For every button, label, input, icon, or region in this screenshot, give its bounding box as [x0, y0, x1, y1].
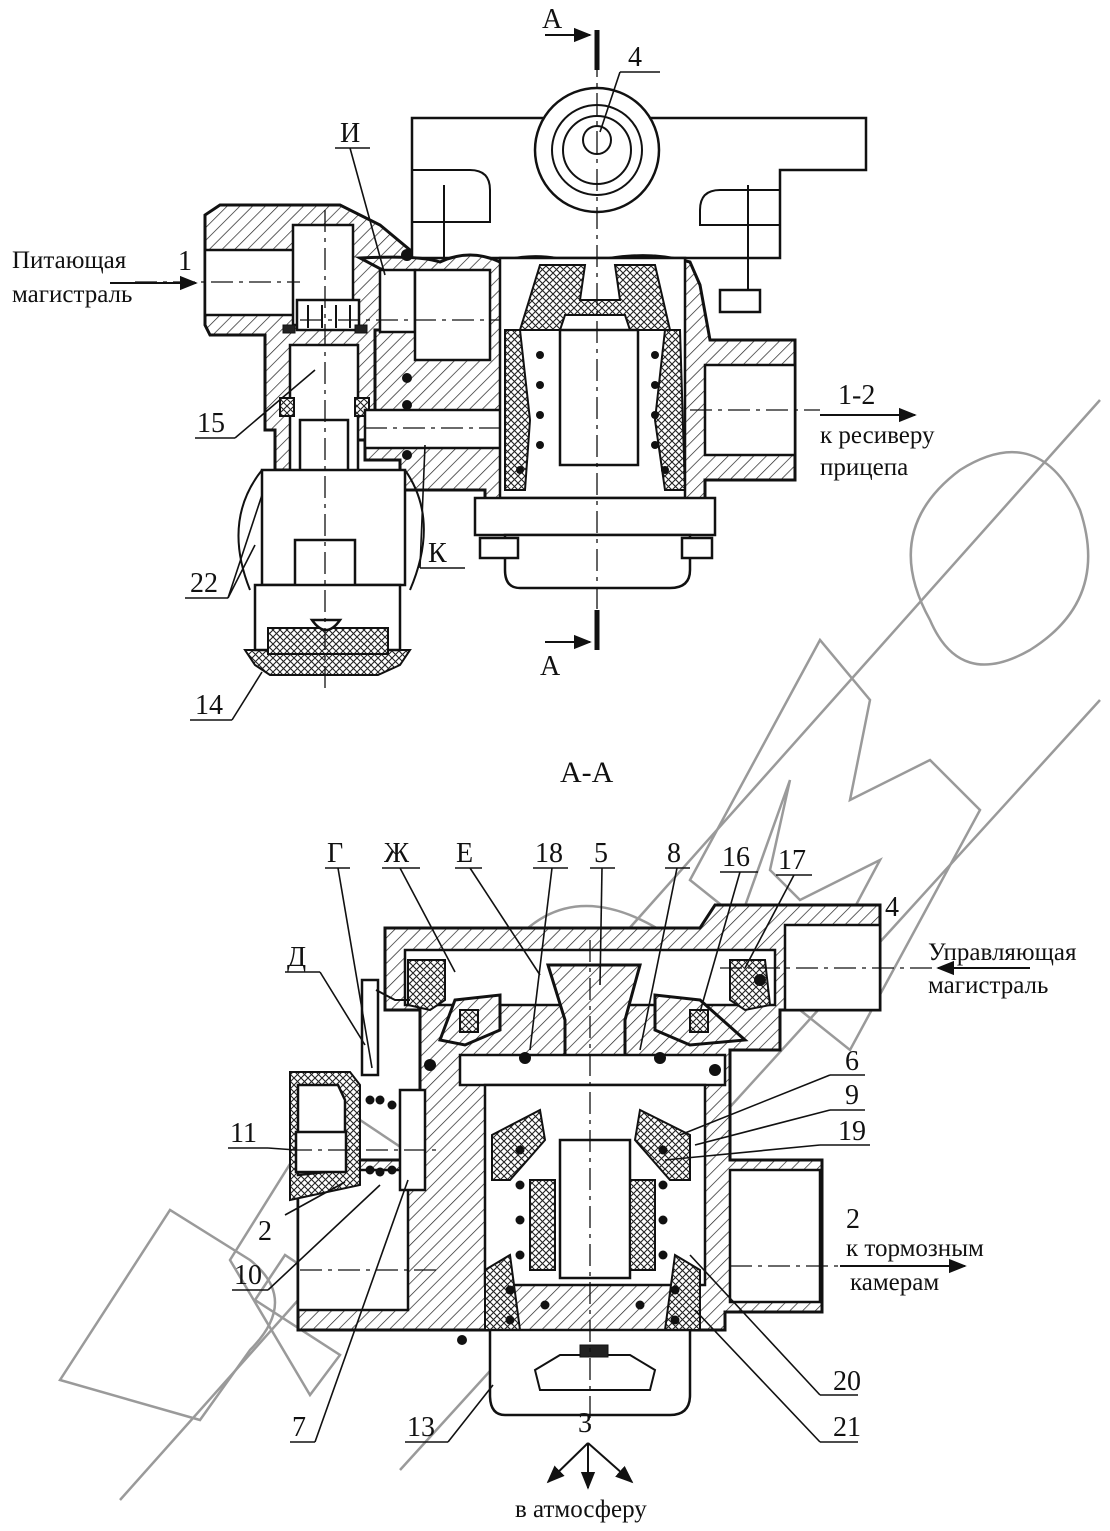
callout-E: Е: [456, 838, 473, 869]
callout-8: 8: [667, 838, 681, 869]
callout-4: 4: [628, 42, 642, 73]
to-chambers-label-1: к тормозным: [846, 1235, 984, 1262]
section-title: А-А: [560, 756, 614, 789]
to-atmosphere-label: в атмосферу: [515, 1496, 647, 1523]
callout-5: 5: [594, 838, 608, 869]
top-view: А А Питающая магистраль 1 4 И 15 22 К 14…: [12, 4, 935, 721]
section-mark-bottom: А: [540, 651, 561, 682]
callout-18: 18: [535, 838, 563, 869]
spring-top: [516, 351, 669, 509]
callout-21: 21: [833, 1412, 861, 1443]
to-receiver-label-1: к ресиверу: [820, 422, 935, 449]
callout-D: Д: [287, 942, 306, 973]
section-view: Г Ж Е 18 5 8 16 17 4 Управляющая магистр…: [228, 838, 1077, 1523]
callout-1-2: 1-2: [838, 380, 875, 411]
supply-line-label-2: магистраль: [12, 281, 132, 308]
release-button-14: [243, 649, 412, 676]
to-receiver-label-2: прицепа: [820, 454, 908, 481]
callout-K: К: [428, 538, 447, 569]
callout-7: 7: [292, 1412, 306, 1443]
channel-D: [360, 978, 380, 1077]
outlet-port: [728, 1168, 822, 1304]
callout-11: 11: [230, 1118, 257, 1149]
left-port: [296, 1168, 410, 1312]
atmosphere-arrow-right: [587, 1442, 634, 1484]
callout-10: 10: [234, 1260, 262, 1291]
cavity-I: [378, 268, 417, 334]
callout-1: 1: [178, 246, 192, 277]
callout-16: 16: [722, 842, 750, 873]
atmosphere-arrow-left: [546, 1442, 589, 1484]
control-line-label-1: Управляющая: [928, 939, 1077, 966]
to-chambers-label-2: камерам: [850, 1269, 939, 1296]
supply-line-label-1: Питающая: [12, 247, 127, 274]
callout-15: 15: [197, 408, 225, 439]
callout-20: 20: [833, 1366, 861, 1397]
callout-2-left: 2: [258, 1216, 272, 1247]
callout-14: 14: [195, 690, 223, 721]
exhaust-valve-stem: [558, 1138, 632, 1280]
callout-19: 19: [838, 1116, 866, 1147]
callout-17: 17: [778, 845, 806, 876]
callout-6: 6: [845, 1046, 859, 1077]
callout-9: 9: [845, 1080, 859, 1111]
control-line-label-2: магистраль: [928, 972, 1048, 999]
spring-section: [505, 1145, 680, 1385]
channel-K: [363, 408, 507, 450]
section-mark-top: А: [542, 4, 563, 35]
callout-4-section: 4: [885, 892, 899, 923]
callout-2-right: 2: [846, 1204, 860, 1235]
callout-3: 3: [578, 1408, 592, 1439]
callout-Zh: Ж: [384, 838, 410, 869]
callout-I: И: [340, 118, 360, 149]
spring-10: [365, 1095, 397, 1177]
callout-22: 22: [190, 568, 218, 599]
callout-G: Г: [327, 838, 343, 869]
callout-13: 13: [407, 1412, 435, 1443]
